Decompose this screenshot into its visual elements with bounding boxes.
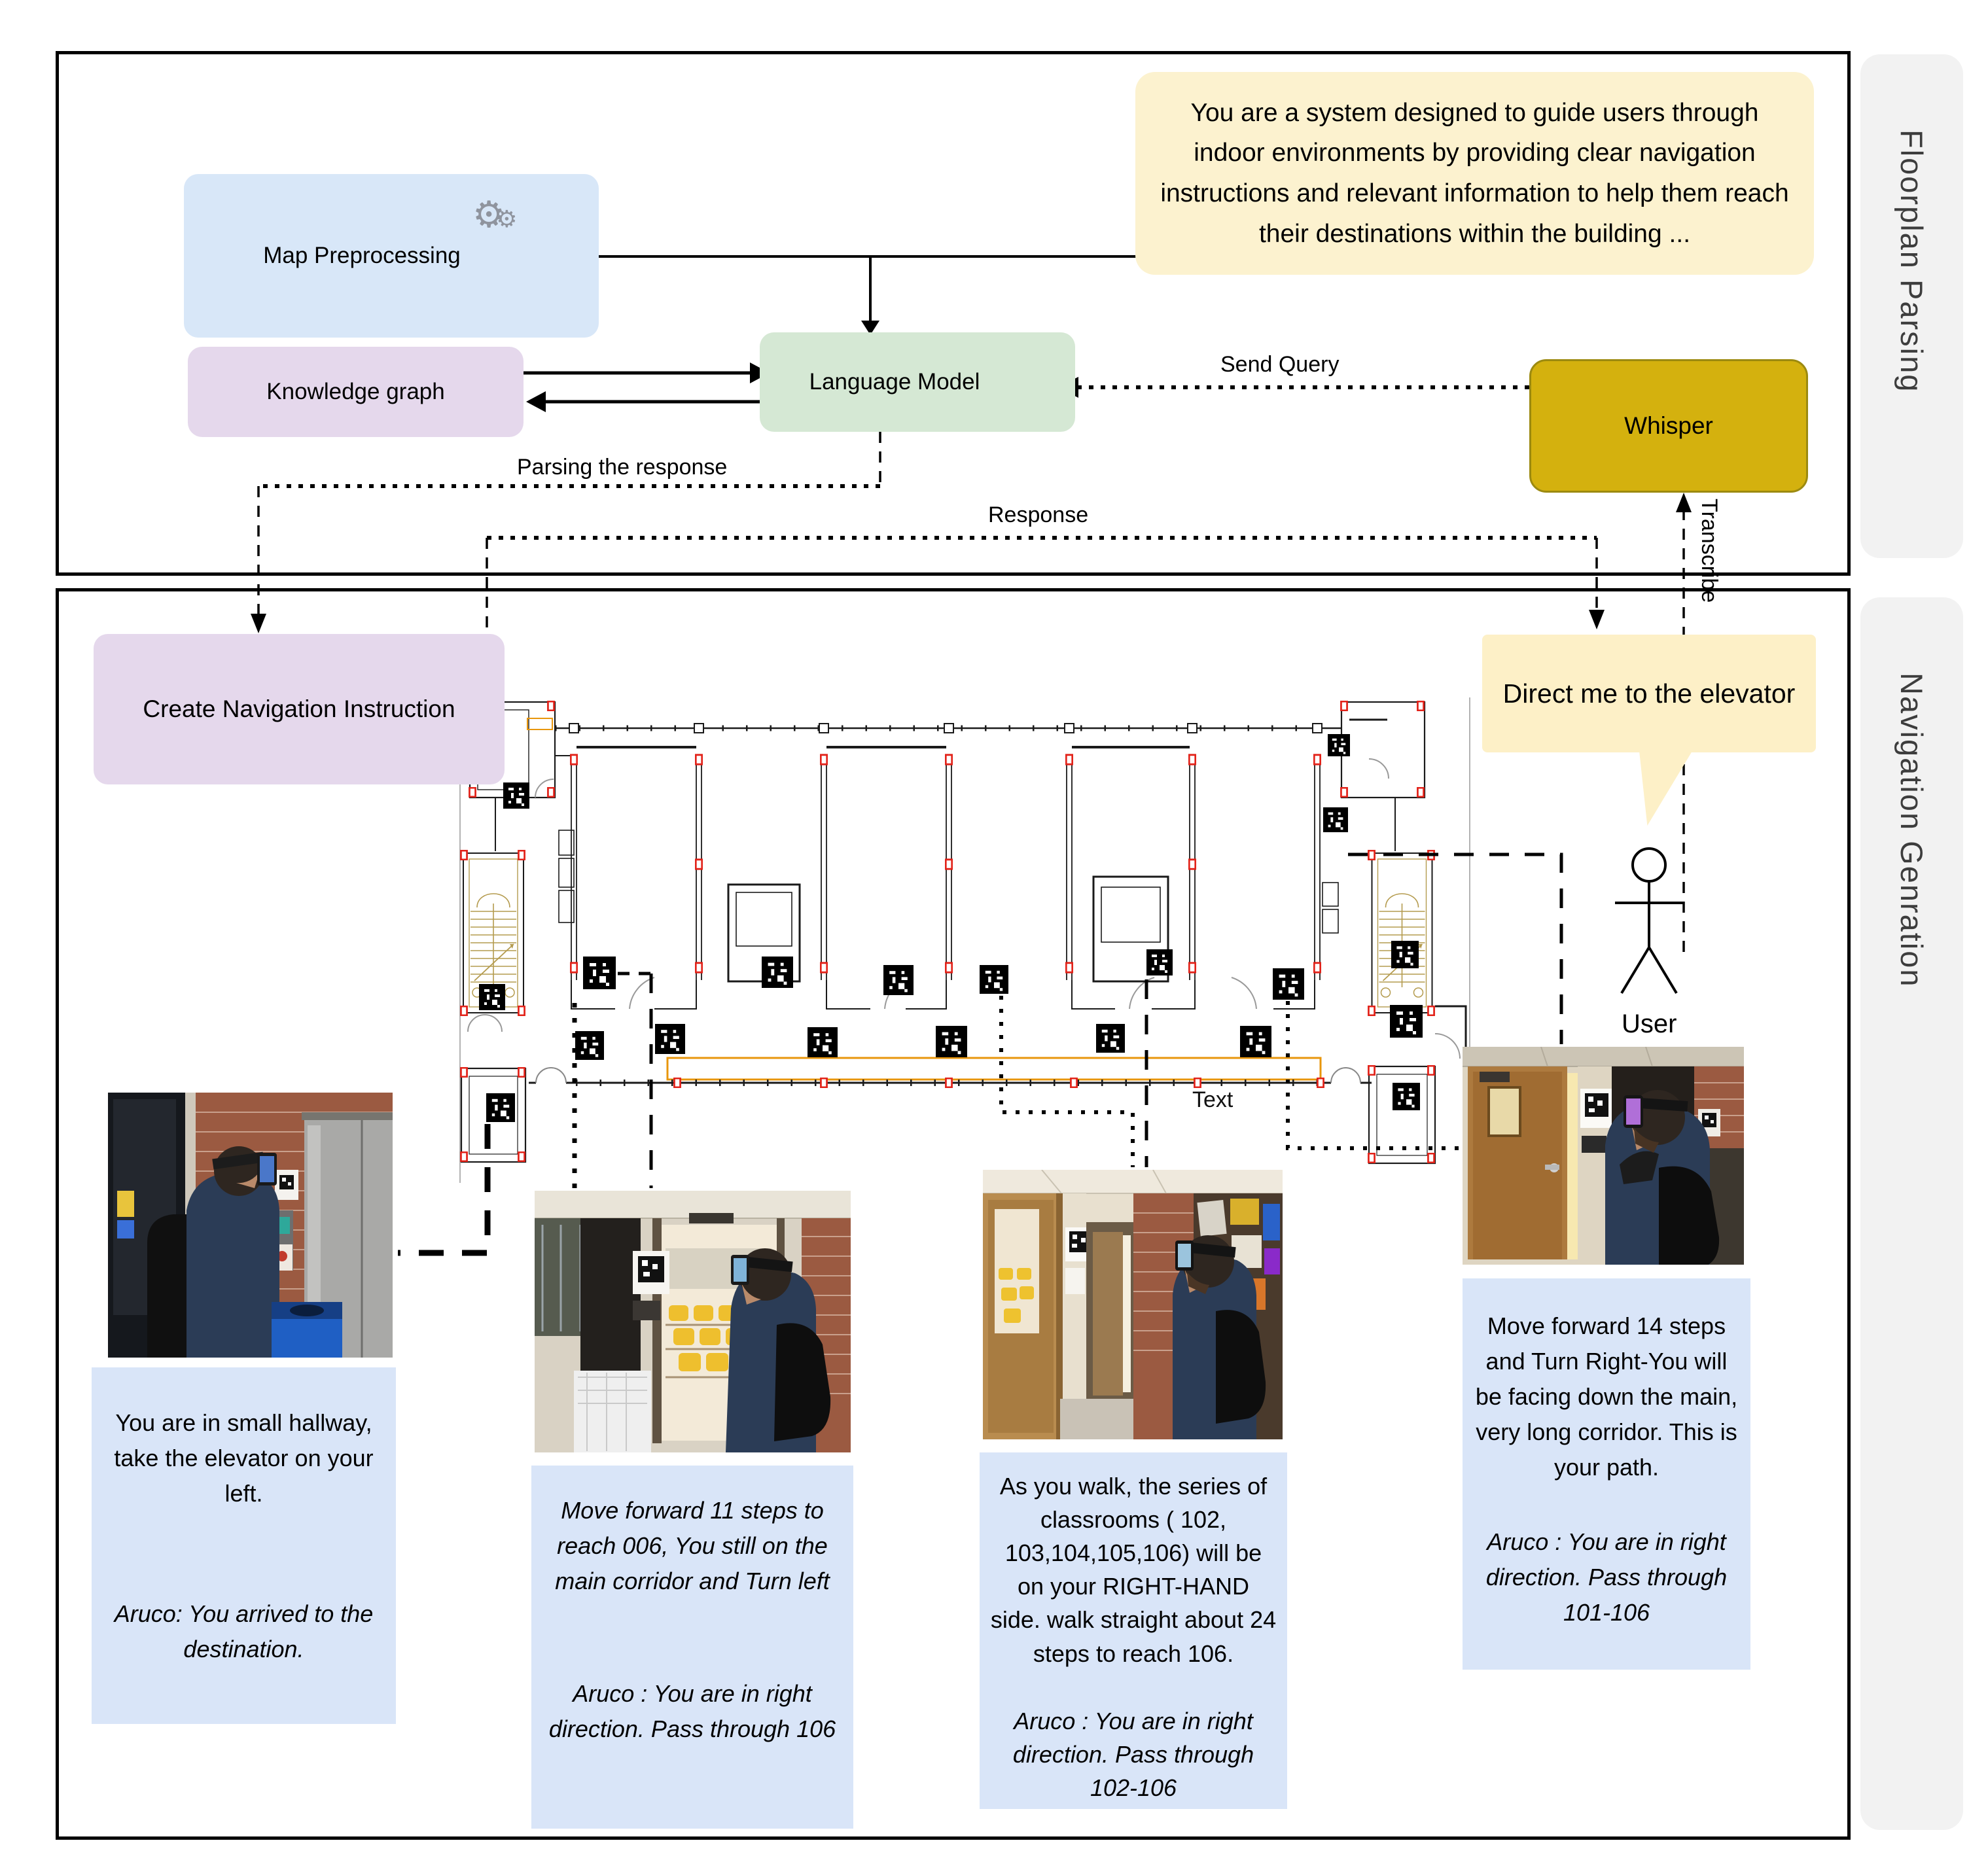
aruco-marker (1328, 734, 1350, 756)
dotted-connectors (251, 377, 1692, 952)
aruco-marker (486, 1093, 515, 1122)
caption-box-1: You are in small hallway, take the eleva… (92, 1367, 396, 1724)
aruco-marker (575, 1031, 604, 1060)
aruco-marker (1393, 1083, 1420, 1110)
tab-floorplan-parsing-label: Floorplan Parsing (1894, 130, 1929, 393)
navigation-generation-frame (56, 588, 1851, 1840)
aruco-marker (980, 965, 1008, 994)
stairwell-right (1368, 850, 1435, 1016)
photo-door-101 (1463, 1047, 1744, 1265)
aruco-marker (583, 957, 616, 989)
caption-2-main: Move forward 11 steps to reach 006, You … (555, 1497, 830, 1594)
divider-red-marks (570, 754, 1321, 974)
classroom-dividers (571, 758, 1321, 980)
aruco-marker (1146, 949, 1173, 975)
caption-4-main: Move forward 14 steps and Turn Right-You… (1475, 1312, 1738, 1481)
tab-floorplan-parsing: Floorplan Parsing (1860, 54, 1963, 558)
caption-1-main: You are in small hallway, take the eleva… (114, 1409, 374, 1507)
corridor (529, 1057, 1372, 1088)
aruco-marker (1390, 1005, 1423, 1038)
aruco-markers (479, 734, 1423, 1122)
caption-3-main: As you walk, the series of classrooms ( … (990, 1473, 1277, 1667)
caption-1-aruco: Aruco: You arrived to the destination. (114, 1600, 374, 1662)
caption-box-3: As you walk, the series of classrooms ( … (980, 1452, 1287, 1809)
aruco-marker (655, 1024, 685, 1054)
caption-4-aruco: Aruco : You are in right direction. Pass… (1485, 1528, 1728, 1626)
caption-3-aruco: Aruco : You are in right direction. Pass… (1012, 1707, 1254, 1801)
user-figure: User (1615, 847, 1683, 1038)
north-wall (555, 723, 1341, 756)
tab-navigation-generation-label: Navigation Genration (1894, 673, 1929, 988)
aruco-marker (1323, 807, 1348, 832)
aruco-marker (883, 965, 914, 995)
aruco-marker (936, 1026, 967, 1057)
photo-corridor-classrooms (983, 1170, 1283, 1439)
aruco-marker (1273, 968, 1304, 1000)
user-label: User (1622, 1010, 1677, 1038)
aruco-marker (503, 782, 529, 809)
floorplan-parsing-frame (56, 51, 1851, 576)
room-bottom-left (460, 1067, 527, 1163)
interior-structures (558, 830, 1339, 983)
map-text-label: Text (1192, 1087, 1234, 1112)
floorplan: Text (459, 697, 1470, 1183)
stairwell-left (460, 850, 525, 1032)
caption-2-aruco: Aruco : You are in right direction. Pass… (548, 1680, 836, 1742)
photo-elevator (108, 1093, 393, 1358)
aruco-marker (1240, 1026, 1271, 1057)
aruco-marker (1096, 1024, 1125, 1053)
aruco-marker (762, 957, 793, 988)
aruco-marker (479, 984, 505, 1010)
classroom-doors (571, 977, 1315, 1010)
caption-box-2: Move forward 11 steps to reach 006, You … (531, 1466, 853, 1829)
tab-navigation-generation: Navigation Genration (1860, 597, 1963, 1830)
map-photo-links (398, 852, 1563, 1256)
room-top-right (1340, 701, 1426, 799)
aruco-marker (1391, 941, 1419, 968)
photo-classroom-106 (535, 1191, 851, 1452)
solid-arrows (524, 255, 1137, 412)
spark-icon (981, 351, 1028, 400)
aruco-marker (808, 1027, 838, 1057)
caption-box-4: Move forward 14 steps and Turn Right-You… (1463, 1278, 1750, 1670)
